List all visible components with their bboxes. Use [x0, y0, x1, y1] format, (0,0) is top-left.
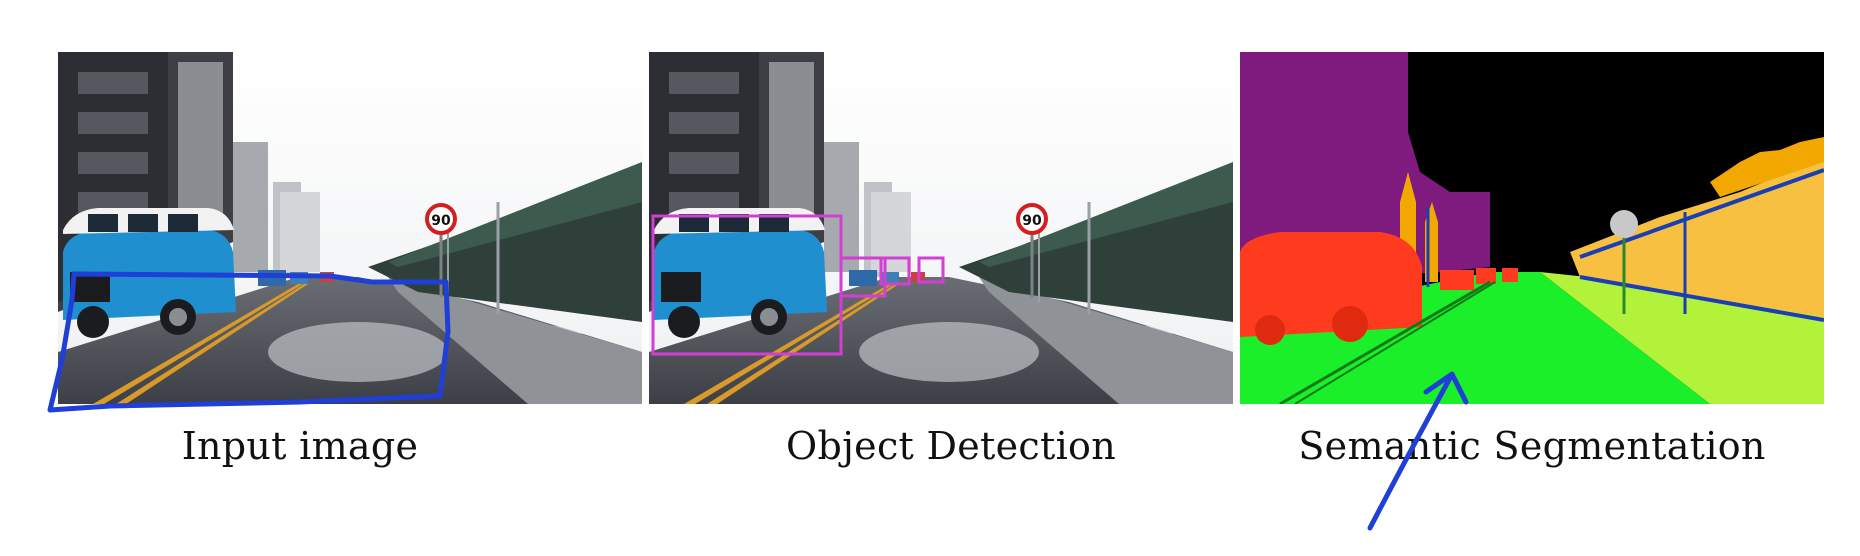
bbox-car-3 [917, 256, 945, 284]
bbox-car-2 [879, 256, 911, 286]
object-detection-image: 90 [649, 52, 1233, 404]
detection-boxes [651, 214, 945, 356]
input-image: 90 [58, 52, 642, 404]
street-scene-photo: 90 [58, 52, 642, 404]
caption-semantic-segmentation: Semantic Segmentation [1298, 424, 1766, 468]
segmentation-mask [1240, 52, 1824, 404]
speed-sign-label: 90 [431, 213, 451, 229]
caption-object-detection: Object Detection [786, 424, 1116, 468]
street-scene-with-boxes: 90 [649, 52, 1233, 404]
caption-input-image: Input image [181, 424, 419, 468]
semantic-segmentation-image [1240, 52, 1824, 404]
speed-sign-label: 90 [1022, 213, 1042, 229]
bbox-car-1 [839, 256, 887, 298]
